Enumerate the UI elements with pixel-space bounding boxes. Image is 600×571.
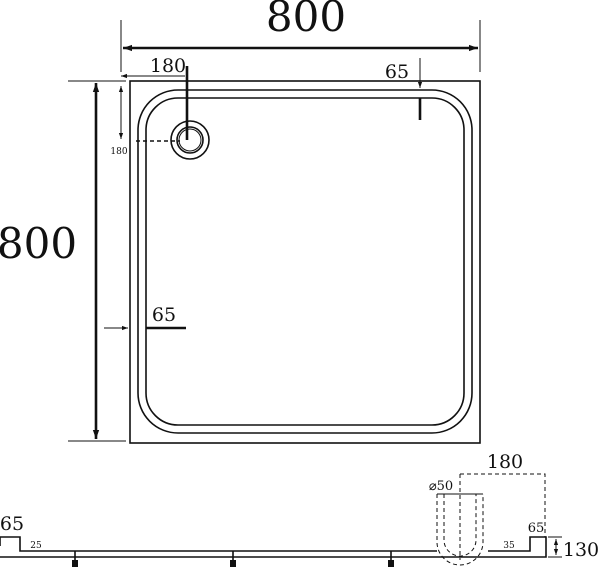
rim-right-profile-label: 65 bbox=[528, 521, 545, 536]
width-label: 800 bbox=[266, 0, 346, 41]
foot-icon bbox=[72, 551, 78, 567]
rim-top-label: 65 bbox=[385, 61, 409, 83]
plan-view: 800 800 180 180 65 65 bbox=[0, 0, 481, 444]
drain-body bbox=[436, 494, 484, 566]
foot-icon bbox=[388, 551, 394, 567]
tray-profile bbox=[0, 536, 547, 558]
rim-left-profile-label: 65 bbox=[0, 513, 24, 535]
rim-left-label: 65 bbox=[152, 304, 176, 326]
foot-icon bbox=[230, 551, 236, 567]
step-right-label: 35 bbox=[503, 541, 515, 551]
drain-diameter-label: ⌀50 bbox=[429, 479, 453, 494]
tray-outline bbox=[129, 80, 481, 444]
profile-height-label: 130 bbox=[563, 539, 599, 561]
basin-outer-edge bbox=[137, 89, 473, 434]
drain-y-offset-label: 180 bbox=[110, 147, 127, 157]
drain-x-offset-label: 180 bbox=[150, 55, 186, 77]
height-label: 800 bbox=[0, 219, 77, 268]
step-left-label: 25 bbox=[30, 541, 42, 551]
basin-inner-edge bbox=[145, 97, 465, 426]
profile-view: 180 ⌀50 65 25 35 65 130 bbox=[0, 451, 599, 567]
drain-icon bbox=[170, 120, 210, 160]
drain-offset-label: 180 bbox=[487, 451, 523, 473]
